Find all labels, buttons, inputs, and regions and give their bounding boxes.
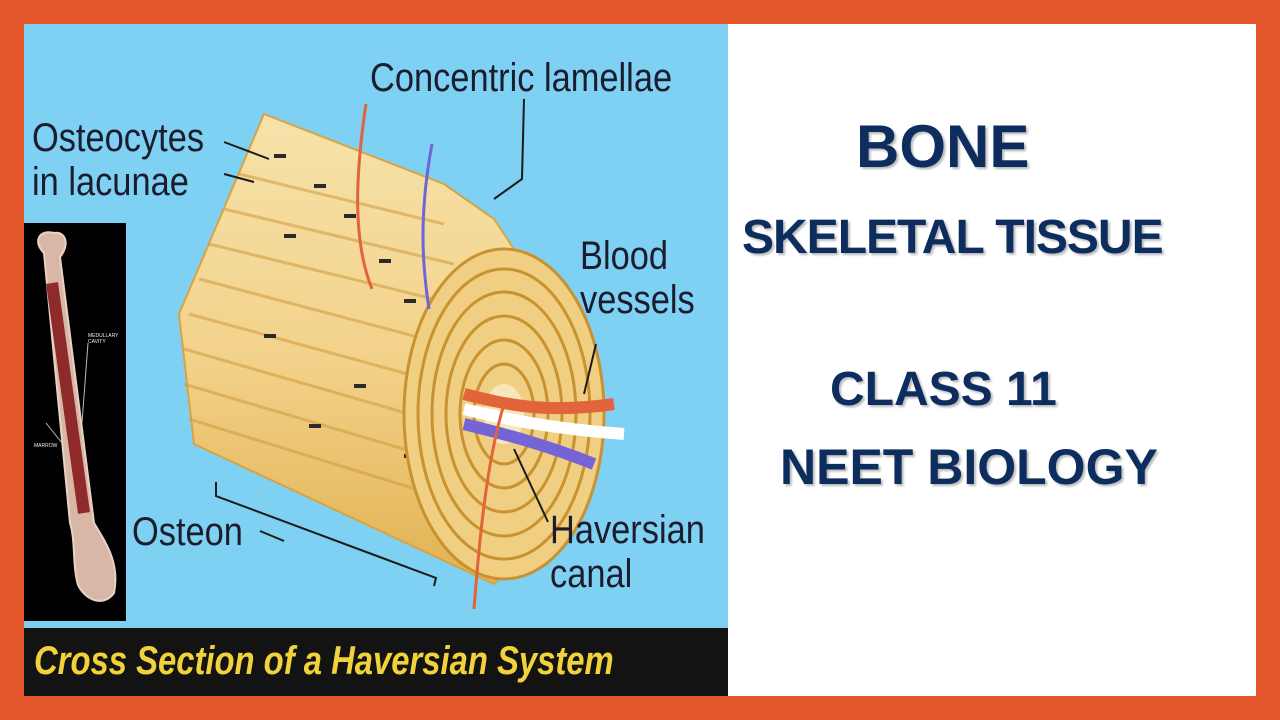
osteon-illustration bbox=[177, 98, 625, 610]
title-line-class: CLASS 11 bbox=[830, 363, 1057, 416]
title-line-neet-biology: NEET BIOLOGY bbox=[780, 439, 1158, 495]
title-line-skeletal-tissue: SKELETAL TISSUE bbox=[742, 211, 1164, 264]
label-concentric-lamellae: Concentric lamellae bbox=[370, 56, 673, 100]
haversian-diagram: Concentric lamellae Osteocytes in lacuna… bbox=[24, 24, 728, 696]
label-haversian-canal: Haversian canal bbox=[550, 508, 705, 596]
caption-bar: Cross Section of a Haversian System bbox=[24, 628, 728, 696]
inset-label-medullary: MEDULLARY CAVITY bbox=[88, 333, 119, 345]
inset-label-marrow: MARROW bbox=[34, 443, 58, 449]
label-osteon: Osteon bbox=[132, 510, 243, 554]
label-blood-vessels: Blood vessels bbox=[580, 234, 695, 322]
femur-icon bbox=[37, 231, 117, 602]
title-line-bone: BONE bbox=[856, 113, 1030, 180]
femur-inset: MEDULLARY CAVITY MARROW bbox=[24, 223, 126, 621]
label-osteocytes: Osteocytes in lacunae bbox=[32, 116, 205, 204]
caption-text: Cross Section of a Haversian System bbox=[34, 639, 614, 683]
